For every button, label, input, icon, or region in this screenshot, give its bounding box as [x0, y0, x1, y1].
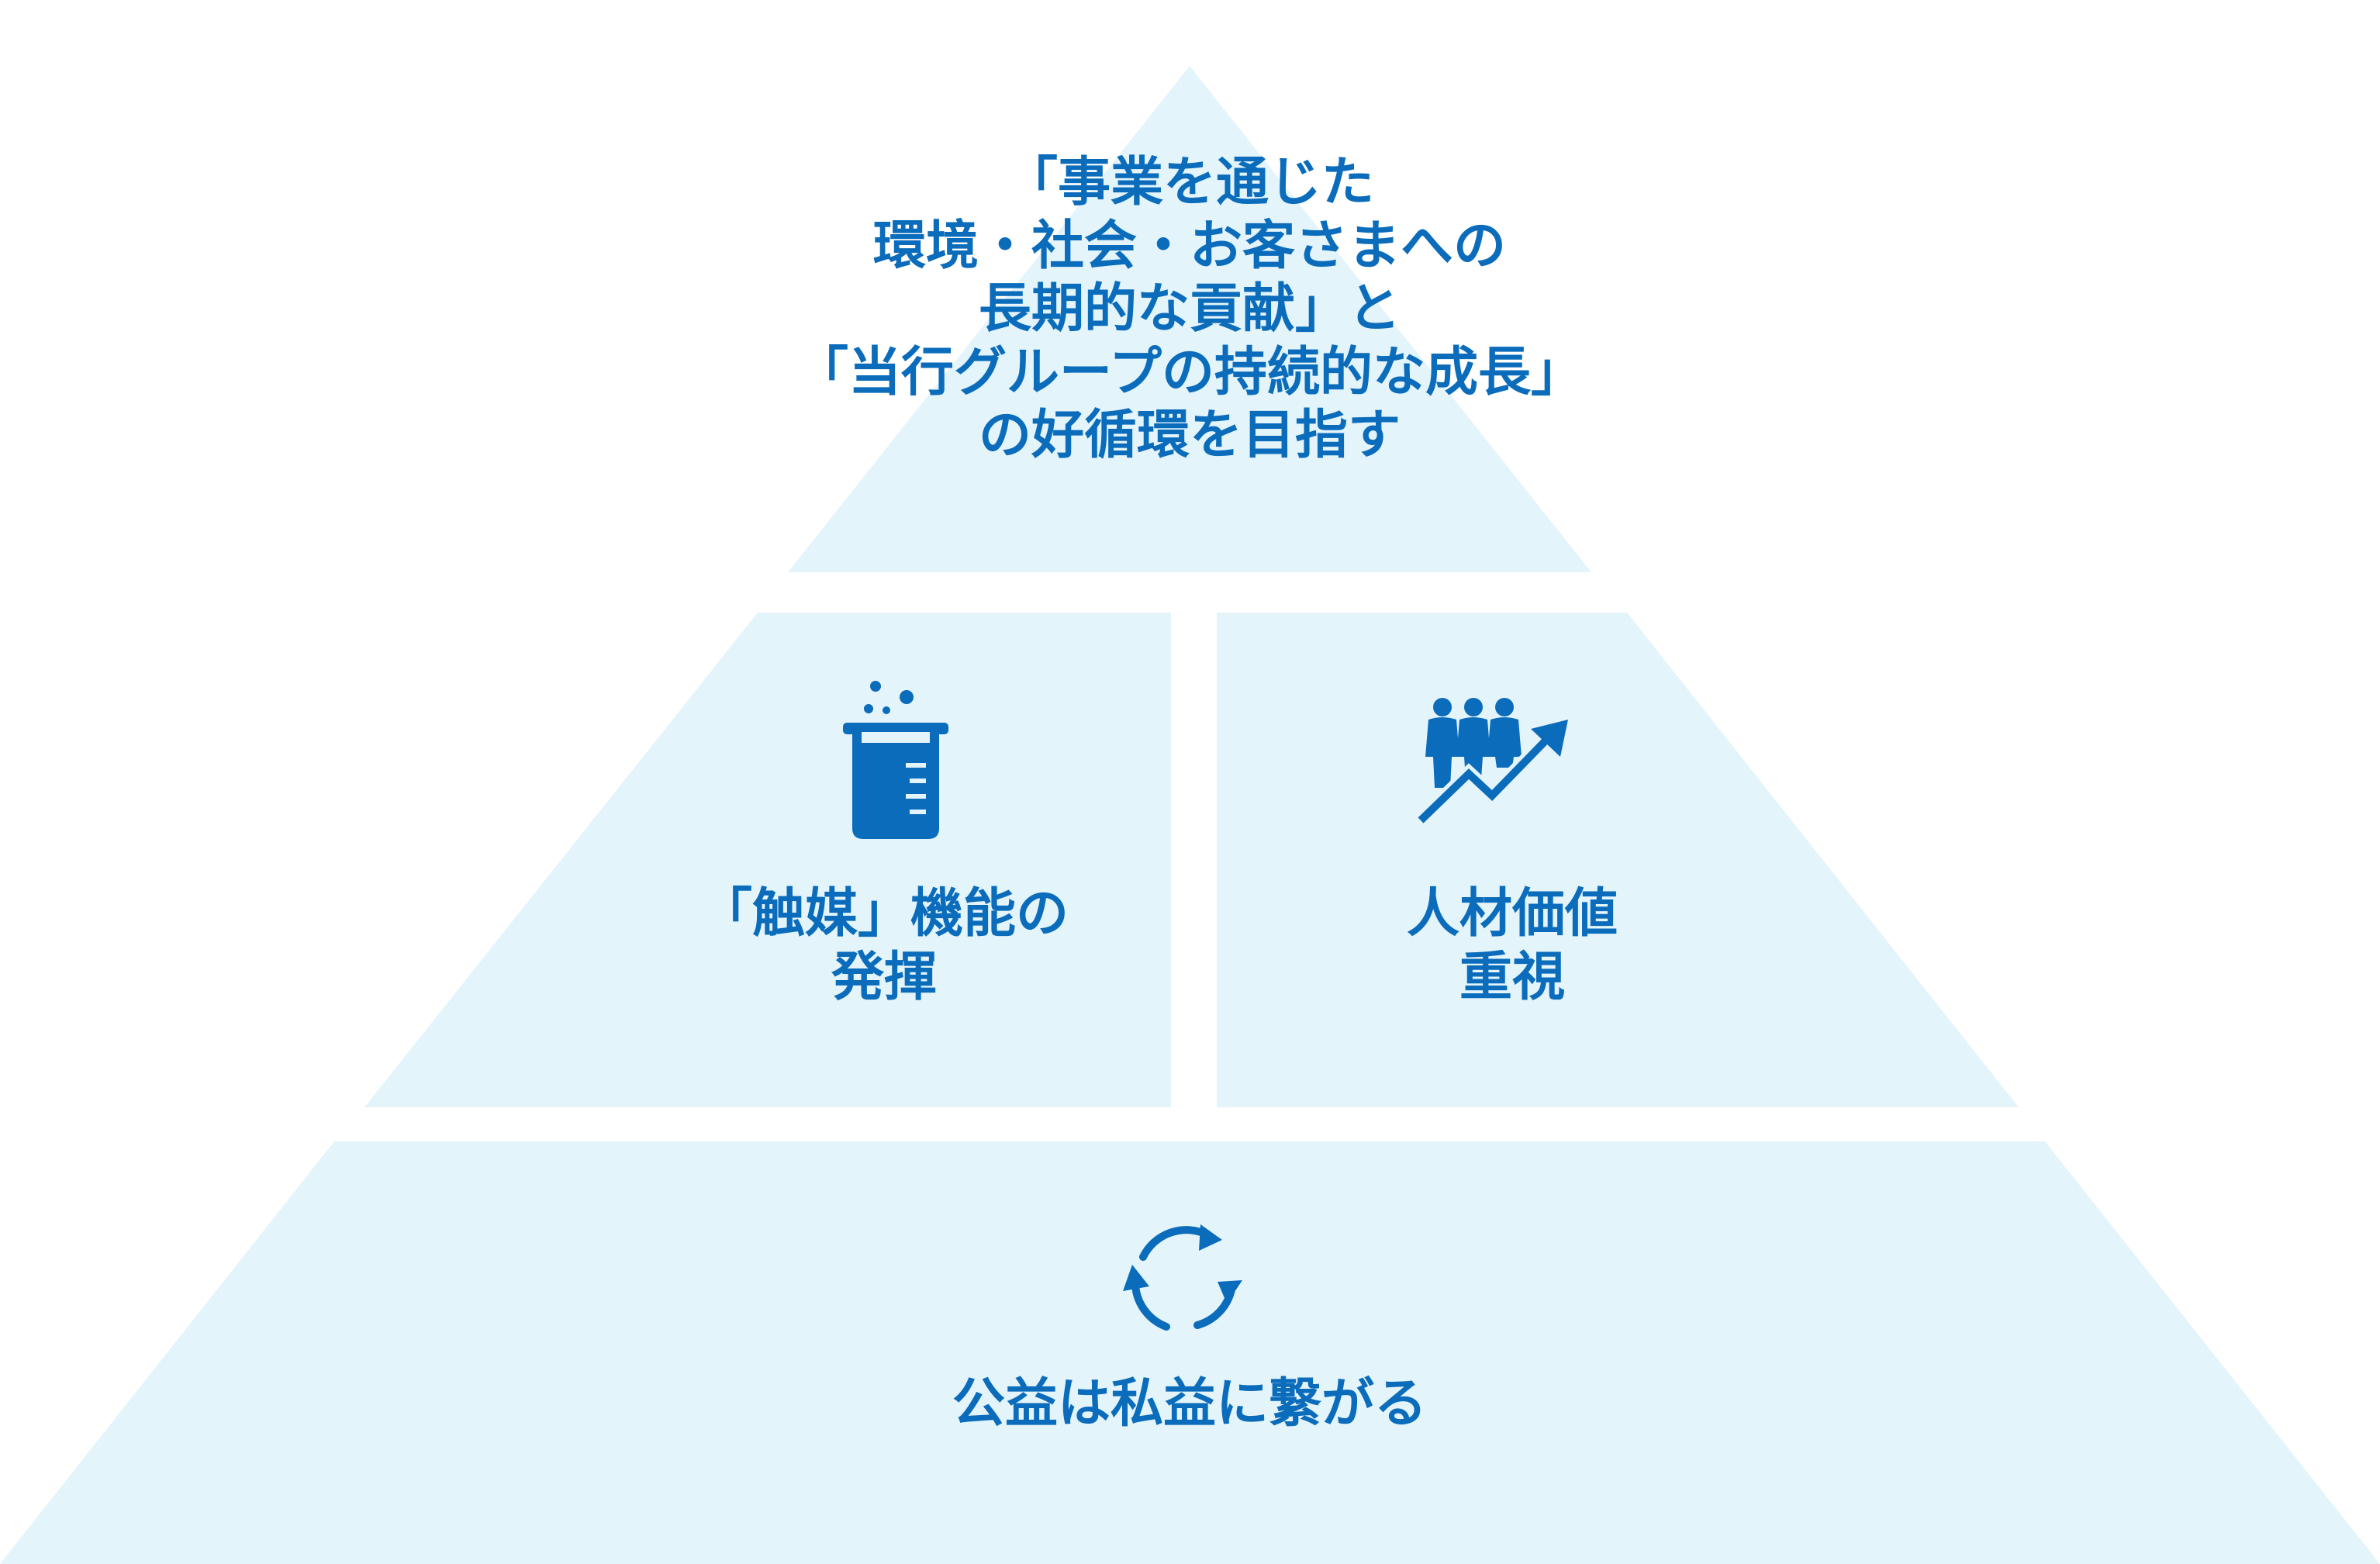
people-growth-icon: [1415, 698, 1568, 827]
cycle-icon: [1123, 1224, 1242, 1331]
beaker-icon: [843, 681, 948, 839]
top-tier-line: 環境・社会・お客さまへの: [872, 215, 1506, 277]
pyramid-middle-right-tier: [1217, 613, 2019, 1107]
middle-left-line: 発揮: [831, 946, 937, 1008]
top-tier-line: の好循環を目指す: [978, 405, 1401, 467]
middle-left-line: 「触媒」機能の: [699, 883, 1069, 944]
pyramid-top-tier: [788, 66, 1591, 572]
top-tier-label: 「事業を通じた 環境・社会・お客さまへの 長期的な貢献」と 「当行グループの持続…: [686, 151, 1694, 468]
middle-right-line: 重視: [1459, 946, 1565, 1008]
middle-right-line: 人材価値: [1406, 883, 1618, 944]
bottom-tier-label: 公益は私益に繋がる: [802, 1372, 1577, 1436]
middle-left-tier-label: 「触媒」機能の 発揮: [605, 882, 1163, 1009]
top-tier-line: 「当行グループの持続的な成長」: [796, 341, 1584, 403]
pyramid-middle-left-tier: [364, 613, 1171, 1107]
bottom-tier-line: 公益は私益に繋がる: [952, 1373, 1427, 1435]
middle-right-tier-label: 人材価値 重視: [1272, 882, 1753, 1009]
top-tier-line: 長期的な貢献」と: [978, 278, 1401, 340]
pyramid-bottom-tier: [0, 1141, 2380, 1564]
top-tier-line: 「事業を通じた: [1004, 152, 1374, 213]
